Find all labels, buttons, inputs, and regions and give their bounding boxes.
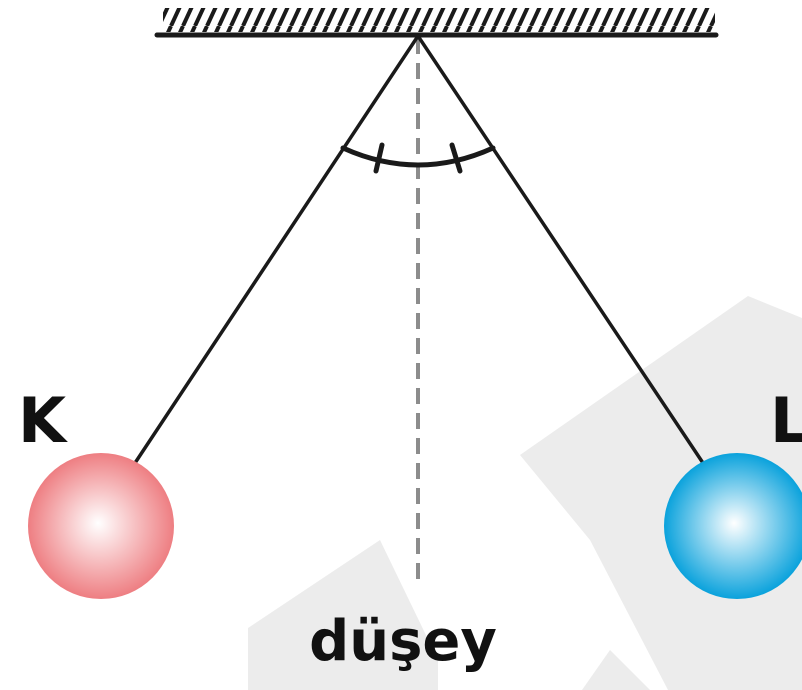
string-left <box>133 34 420 465</box>
angle-arc <box>340 142 496 174</box>
label-l: L <box>770 384 802 457</box>
angle-tick-right <box>449 142 463 174</box>
ball-k <box>28 453 174 599</box>
label-vertical: düşey <box>309 609 497 674</box>
angle-tick-left <box>373 142 385 174</box>
ceiling-support <box>154 8 719 38</box>
string-right <box>416 34 705 465</box>
label-k: K <box>18 384 68 457</box>
ball-l <box>664 453 802 599</box>
